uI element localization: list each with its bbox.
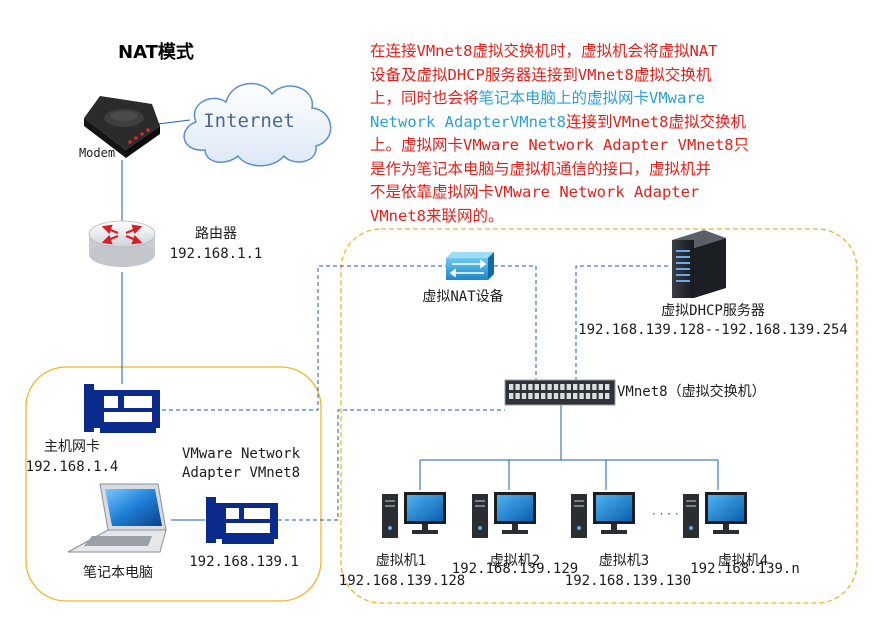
dhcp-server-label: 虚拟DHCP服务器 — [661, 303, 765, 319]
switch-port — [560, 393, 565, 399]
switch-port — [509, 384, 514, 390]
vm-computer-icon — [683, 492, 747, 538]
laptop-label: 笔记本电脑 — [83, 565, 153, 581]
switch-port — [585, 393, 591, 399]
description-line: Network AdapterVMnet8连接到VMnet8虚拟交换机 — [370, 111, 820, 135]
internet-cloud-icon — [183, 82, 332, 167]
virtual-network-frame — [340, 228, 858, 604]
switch-port — [592, 393, 597, 399]
nat-device-icon — [446, 252, 494, 280]
internet-label: Internet — [203, 110, 295, 132]
diagram-title: NAT模式 — [118, 42, 194, 63]
dhcp-range: 192.168.139.128--192.168.139.254 — [578, 322, 848, 338]
vm-ip: 192.168.139.n — [690, 561, 800, 577]
vm-ip: 192.168.139.129 — [451, 561, 579, 577]
switch-port — [521, 393, 527, 399]
switch-port — [585, 384, 591, 390]
vm-label: 虚拟机1 — [375, 553, 427, 569]
description-text: 上，同时也会将 — [370, 89, 479, 107]
switch-port — [605, 384, 610, 390]
description-line: VMnet8来联网的。 — [370, 205, 820, 229]
switch-port — [566, 393, 571, 399]
vm-ip: 192.168.139.130 — [564, 573, 692, 589]
host-frame — [25, 366, 322, 602]
host-nic-ip: 192.168.1.4 — [25, 459, 119, 475]
vm-computer-icon — [571, 492, 635, 538]
switch-port — [547, 384, 552, 390]
description-text: 在连接VMnet8虚拟交换机时，虚拟机会将虚拟NAT — [370, 42, 718, 60]
vm-label: 虚拟机4 — [717, 553, 769, 569]
description-line: 在连接VMnet8虚拟交换机时，虚拟机会将虚拟NAT — [370, 40, 820, 64]
switch-port — [573, 393, 578, 399]
description-line: 设备及虚拟DHCP服务器连接到VMnet8虚拟交换机 — [370, 64, 820, 88]
description-line: 是作为笔记本电脑与虚拟机通信的接口，虚拟机并 — [370, 158, 820, 182]
switch-port — [541, 393, 546, 399]
modem-label: Modem — [78, 146, 116, 160]
router-ip: 192.168.1.1 — [169, 246, 263, 262]
dhcp-server-icon — [672, 230, 726, 298]
laptop-icon — [67, 483, 167, 553]
description-line: 不是依靠虚拟网卡VMware Network Adapter — [370, 181, 820, 205]
virtual-nic-label-line2: Adapter VMnet8 — [181, 465, 301, 481]
virtual-nic-icon — [206, 497, 278, 544]
vm-ellipsis: · · · · — [652, 507, 679, 521]
switch-port — [598, 384, 603, 390]
description-line: 上。虚拟网卡VMware Network Adapter VMnet8只 — [370, 134, 820, 158]
solid-links — [121, 119, 719, 521]
virtual-nic-label-line1: VMware Network — [181, 446, 301, 462]
host-nic-label: 主机网卡 — [44, 439, 100, 455]
switch-port — [560, 384, 565, 390]
nat-device-label: 虚拟NAT设备 — [422, 289, 504, 305]
vm-computer-icon — [472, 492, 536, 538]
switch-port — [547, 393, 552, 399]
switch-port — [521, 384, 527, 390]
switch-port — [515, 393, 520, 399]
switch-port — [592, 384, 597, 390]
vmnet8-switch-icon — [504, 379, 616, 406]
switch-port — [553, 393, 559, 399]
router-icon — [88, 220, 156, 267]
switch-port — [534, 384, 539, 390]
description-highlight: Network AdapterVMnet8 — [370, 112, 566, 131]
vm-label: 虚拟机2 — [489, 553, 541, 569]
description-text: 上。虚拟网卡VMware Network Adapter VMnet8只 — [370, 136, 750, 154]
switch-port — [515, 384, 520, 390]
description-line: 上，同时也会将笔记本电脑上的虚拟网卡VMware — [370, 87, 820, 111]
switch-port — [528, 393, 533, 399]
description-text: 是作为笔记本电脑与虚拟机通信的接口，虚拟机并 — [370, 159, 712, 178]
description-text: 连接到VMnet8虚拟交换机 — [565, 112, 746, 131]
description-text: 不是依靠虚拟网卡VMware Network Adapter — [370, 183, 700, 201]
switch-port — [579, 393, 584, 399]
switch-port — [509, 393, 514, 399]
switch-port — [566, 384, 571, 390]
vm-ip: 192.168.139.128 — [338, 573, 466, 589]
switch-port — [598, 393, 603, 399]
switch-port — [534, 393, 539, 399]
vm-computer-icon — [382, 492, 446, 538]
switch-port — [553, 384, 559, 390]
description-text: 设备及虚拟DHCP服务器连接到VMnet8虚拟交换机 — [370, 65, 712, 84]
dashed-links — [162, 265, 668, 521]
switch-port — [605, 393, 610, 399]
description-text: VMnet8来联网的。 — [370, 206, 504, 225]
nat-description: 在连接VMnet8虚拟交换机时，虚拟机会将虚拟NAT 设备及虚拟DHCP服务器连接… — [370, 40, 820, 228]
vm-label: 虚拟机3 — [598, 553, 650, 569]
router-label: 路由器 — [195, 226, 237, 242]
switch-port — [541, 384, 546, 390]
description-highlight: 笔记本电脑上的虚拟网卡VMware — [478, 89, 706, 107]
switch-port — [579, 384, 584, 390]
host-nic-icon — [84, 384, 160, 433]
switch-port — [573, 384, 578, 390]
switch-label: VMnet8（虚拟交换机） — [617, 384, 766, 400]
virtual-nic-ip: 192.168.139.1 — [189, 554, 299, 570]
switch-port — [528, 384, 533, 390]
modem-icon — [84, 96, 160, 158]
